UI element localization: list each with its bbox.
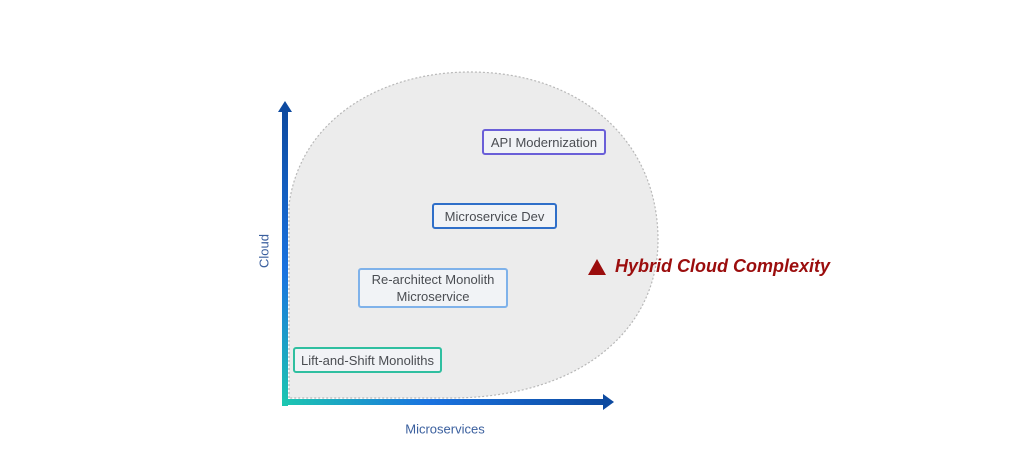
y-axis-label: Cloud — [256, 234, 272, 268]
node-label: Lift-and-Shift Monoliths — [301, 352, 434, 368]
y-axis-arrowhead — [278, 101, 292, 112]
node-label-line2: Microservice — [396, 289, 470, 304]
hybrid-cloud-callout: Hybrid Cloud Complexity — [588, 256, 830, 277]
node-rearchitect-monolith[interactable]: Re-architect Monolith Microservice — [358, 268, 508, 308]
x-axis-arrowhead — [603, 394, 614, 410]
node-label: Microservice Dev — [444, 208, 545, 224]
triangle-warning-icon — [588, 258, 606, 275]
node-api-modernization[interactable]: API Modernization — [482, 129, 606, 155]
x-axis — [282, 399, 605, 405]
node-microservice-dev[interactable]: Microservice Dev — [432, 203, 557, 229]
x-axis-label: Microservices — [405, 421, 485, 437]
node-label: API Modernization — [490, 134, 598, 150]
node-lift-and-shift[interactable]: Lift-and-Shift Monoliths — [293, 347, 442, 373]
callout-label: Hybrid Cloud Complexity — [615, 256, 831, 276]
node-label-line1: Re-architect Monolith — [371, 272, 495, 287]
y-axis — [282, 110, 288, 406]
